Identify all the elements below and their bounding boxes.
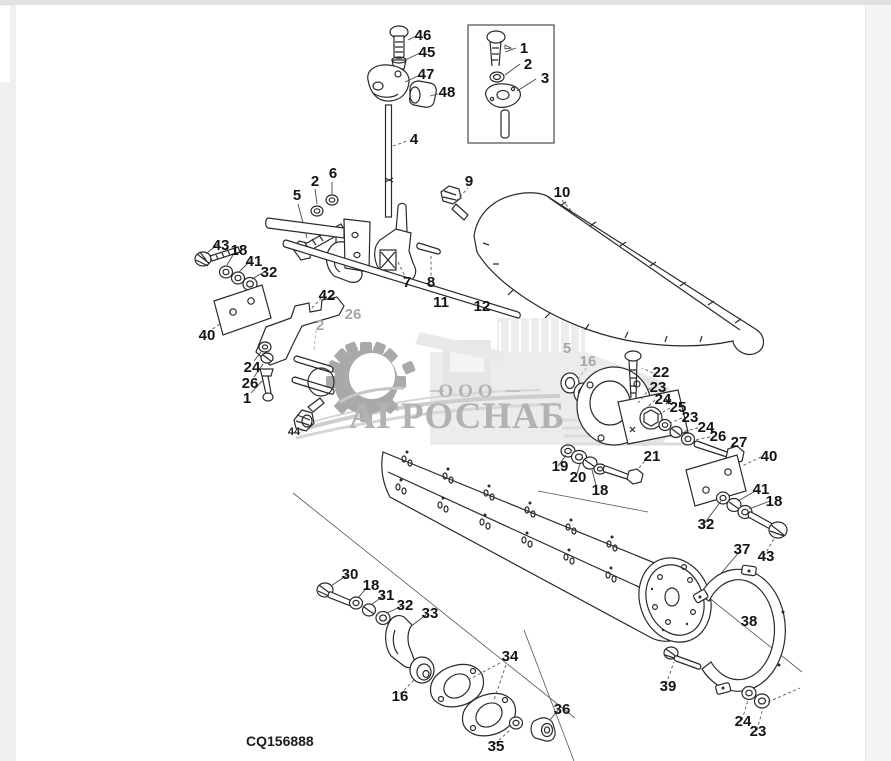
part-label-44: 44 [288, 426, 301, 438]
part-label-43-left: 43 [213, 237, 230, 254]
part-label-3-inset: 3 [541, 70, 549, 87]
part-label-46: 46 [415, 27, 432, 44]
part-label-10: 10 [554, 184, 571, 201]
part-label-24b: 24 [698, 419, 715, 436]
part-label-26-gray: 26 [345, 306, 362, 323]
part-label-16-bottom: 16 [392, 688, 409, 705]
part-label-32-right: 32 [698, 516, 715, 533]
part-label-23a: 23 [650, 379, 667, 396]
group-bearing-flanges [399, 656, 559, 745]
inset-detail-box [467, 24, 555, 144]
part-label-38: 38 [741, 613, 758, 630]
part-label-23b: 23 [682, 409, 699, 426]
part-label-30: 30 [342, 566, 359, 583]
part-label-1-left: 1 [243, 390, 251, 407]
group-left-hardware [250, 341, 335, 432]
part-label-18-left: 18 [231, 242, 248, 259]
part-label-23-right: 23 [750, 723, 767, 740]
group-left-mount [194, 217, 521, 366]
part-labels: 46 45 47 48 1 2 3 4 6 2 5 9 10 7 8 43 18… [199, 27, 783, 755]
group-right-mount [685, 454, 788, 591]
part-label-24a: 24 [655, 391, 672, 408]
left-white-patch [0, 6, 10, 82]
part-label-36: 36 [554, 701, 571, 718]
part-label-12: 12 [474, 298, 491, 315]
part-label-42: 42 [319, 287, 336, 304]
part-label-8: 8 [427, 274, 435, 291]
drawing-code: CQ156888 [246, 733, 314, 749]
group-scraper-ring [663, 564, 801, 731]
left-border-strip [0, 5, 16, 761]
part-label-40-left: 40 [199, 327, 216, 344]
part-label-18-right: 18 [766, 493, 783, 510]
top-border-strip [0, 0, 891, 5]
part-label-2: 2 [311, 173, 319, 190]
part-label-26-left: 26 [242, 375, 259, 392]
part-label-37: 37 [734, 541, 751, 558]
part-label-9: 9 [465, 173, 473, 190]
part-label-41-left: 41 [246, 253, 263, 270]
group-bearing-mount [560, 350, 745, 465]
part-label-33: 33 [422, 605, 439, 622]
part-label-5-gray: 5 [563, 340, 571, 357]
watermark-agrosnab-text: АГРОСНАБ [349, 396, 566, 437]
group-axle-hardware [557, 444, 649, 490]
part-label-2-inset: 2 [524, 56, 532, 73]
part-label-35: 35 [488, 738, 505, 755]
group-shield [440, 185, 765, 356]
roller-drum [381, 450, 712, 643]
part-label-6: 6 [329, 165, 337, 182]
part-label-32-bottom: 32 [397, 597, 414, 614]
part-label-19: 19 [552, 458, 569, 475]
right-border-strip [865, 5, 891, 761]
part-label-1-inset: 1 [520, 40, 528, 57]
part-label-2-gray: 2 [316, 317, 324, 334]
watermark-ooo-text: ООО [438, 381, 497, 402]
part-label-20: 20 [570, 469, 587, 486]
part-label-40-right: 40 [761, 448, 778, 465]
part-label-39: 39 [660, 678, 677, 695]
part-label-5: 5 [293, 187, 301, 204]
part-label-41-right: 41 [753, 481, 770, 498]
part-label-27: 27 [731, 434, 748, 451]
watermark-gear-icon [326, 341, 416, 422]
part-label-48: 48 [439, 84, 456, 101]
part-label-45: 45 [419, 44, 436, 61]
part-label-31: 31 [378, 587, 395, 604]
part-label-24-left: 24 [244, 359, 261, 376]
part-label-26-right: 26 [710, 428, 727, 445]
part-label-11: 11 [433, 294, 449, 311]
part-label-32-left: 32 [261, 264, 278, 281]
part-label-16-gray: 16 [580, 353, 597, 370]
part-label-47: 47 [418, 66, 435, 83]
watermark-company-text: ООО АГРОСНАБ [349, 381, 566, 437]
part-label-24-right: 24 [735, 713, 752, 730]
part-label-21: 21 [644, 448, 661, 465]
part-label-18-mid: 18 [592, 482, 609, 499]
part-label-4: 4 [410, 131, 419, 148]
part-label-18-bottom: 18 [363, 577, 380, 594]
part-label-7: 7 [403, 274, 411, 291]
part-label-22: 22 [653, 364, 670, 381]
part-label-25: 25 [670, 399, 687, 416]
part-label-34: 34 [502, 648, 519, 665]
group-bracket-hardware [316, 574, 428, 669]
part-label-43-right: 43 [758, 548, 775, 565]
group-top-clamp [367, 25, 439, 218]
